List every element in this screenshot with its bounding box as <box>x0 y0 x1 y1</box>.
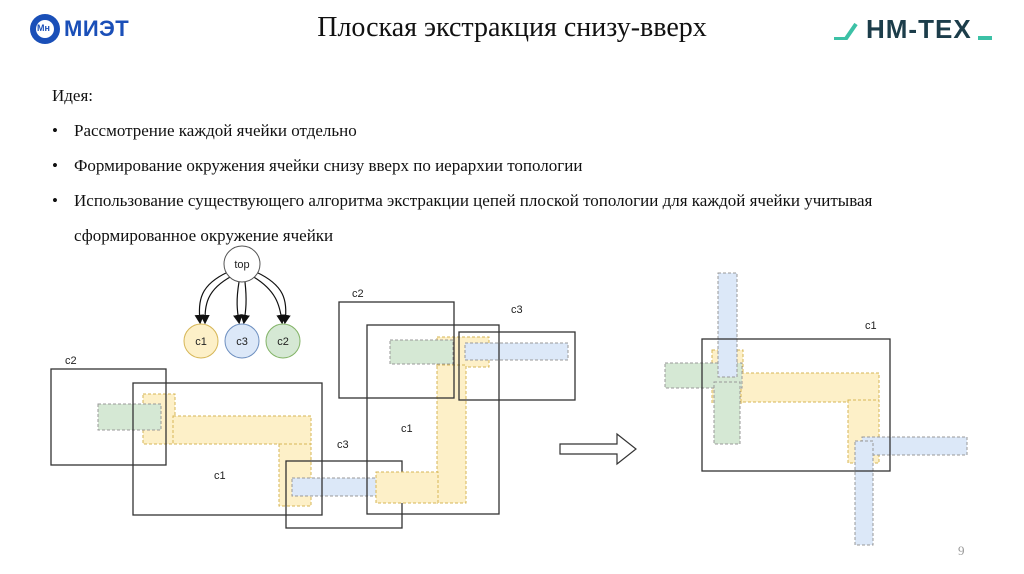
page-number: 9 <box>958 543 965 558</box>
cell-c1-label: c1 <box>401 423 413 435</box>
node-c3 <box>224 323 260 359</box>
bullet-item: Рассмотрение каждой ячейки отдельно <box>52 113 872 148</box>
transform-arrow-icon <box>559 432 637 466</box>
node-c2-label: c2 <box>277 336 289 348</box>
cell-c2-label: c2 <box>352 288 364 300</box>
nmtech-logo-text: НМ-ТЕХ <box>866 14 972 44</box>
idea-heading: Идея: <box>52 86 94 105</box>
miet-logo: Мн МИЭТ <box>30 14 129 44</box>
c3-wire <box>854 440 874 546</box>
node-c1-label: c1 <box>195 336 207 348</box>
node-c2 <box>265 323 301 359</box>
cell-c1 <box>132 382 323 516</box>
tree-edge <box>233 281 243 325</box>
cell-c1-label: c1 <box>865 320 877 332</box>
tree-edge <box>240 281 250 325</box>
cell-c2 <box>50 368 167 466</box>
slide-title: Плоская экстракция снизу-вверх <box>317 12 707 43</box>
c1-wire <box>172 415 312 445</box>
node-c1 <box>183 323 219 359</box>
diagram-middle: c2 c3 c1 <box>338 288 576 515</box>
bullet-item: Формирование окружения ячейки снизу ввер… <box>52 148 872 183</box>
cell-c1 <box>366 324 500 515</box>
nmtech-slash-icon <box>834 22 858 40</box>
c3-wire <box>464 342 569 361</box>
idea-list: Идея: Рассмотрение каждой ячейки отдельн… <box>52 78 872 253</box>
cell-c1-label: c1 <box>214 470 226 482</box>
bullet-item: Использование существующего алгоритма эк… <box>52 183 872 218</box>
c2-wire <box>713 381 741 445</box>
node-c3-label: c3 <box>236 336 248 348</box>
miet-logo-text: МИЭТ <box>64 16 130 41</box>
cell-c3 <box>458 331 576 401</box>
c1-wire <box>278 443 312 507</box>
cell-c2 <box>338 301 455 399</box>
hierarchy-tree: top c1 c3 c2 <box>183 245 301 359</box>
c1-wire <box>436 364 467 504</box>
c2-wire <box>97 403 162 431</box>
nmtech-underscore-icon <box>977 35 992 40</box>
tree-edge <box>194 271 229 325</box>
c3-wire <box>717 272 738 378</box>
tree-edge <box>255 271 291 325</box>
diagram-left: c2 c1 c3 <box>50 355 403 529</box>
c2-wire <box>389 339 454 365</box>
miet-emblem-icon: Мн <box>30 14 60 44</box>
c1-wire <box>740 372 880 403</box>
cell-c3-label: c3 <box>511 304 523 316</box>
c3-wire <box>861 436 968 456</box>
c1-wire <box>375 471 439 504</box>
diagram-right: c1 <box>664 272 968 546</box>
bullet-continuation: сформированное окружение ячейки <box>74 226 334 245</box>
tree-edge <box>200 275 233 325</box>
cell-c2-label: c2 <box>65 355 77 367</box>
cell-c1 <box>701 338 891 472</box>
tree-edge <box>251 275 286 325</box>
cell-c3-label: c3 <box>337 439 349 451</box>
node-top-label: top <box>234 259 249 271</box>
nmtech-logo: НМ-ТЕХ <box>832 14 992 45</box>
node-top <box>223 245 261 283</box>
